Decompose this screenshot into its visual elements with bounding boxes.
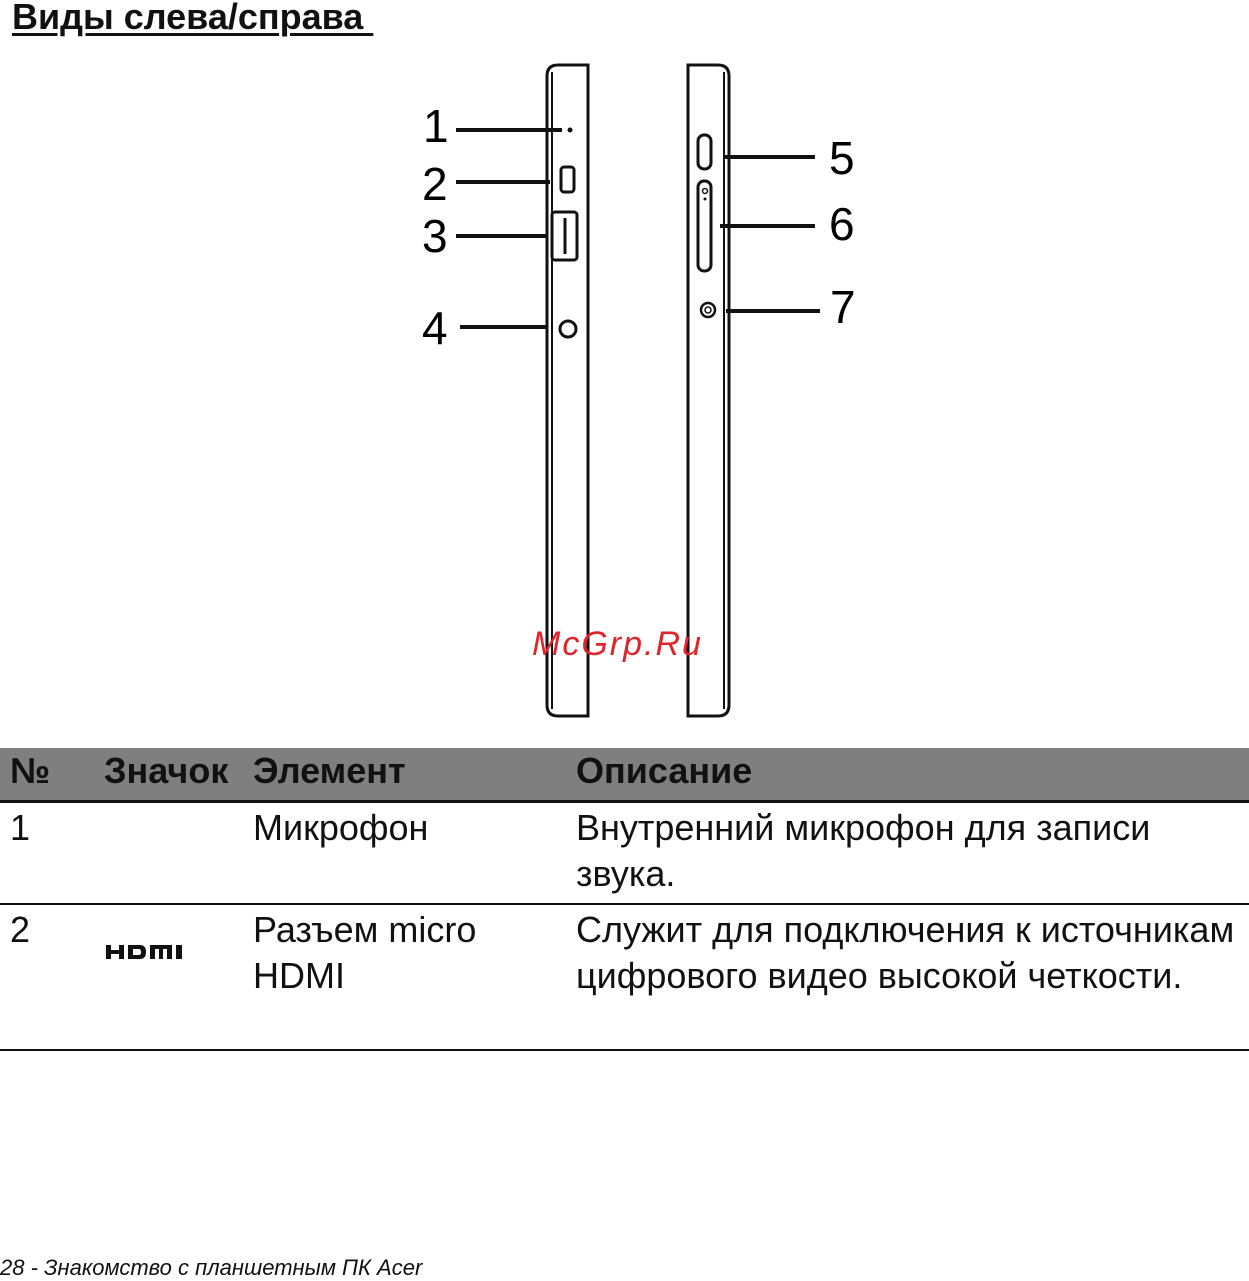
- right-side-view: [688, 65, 729, 716]
- page-footer: 28 - Знакомство с планшетным ПК Acer: [0, 1255, 422, 1281]
- callout-4: 4: [422, 302, 448, 354]
- micro-hdmi-port: [561, 167, 574, 192]
- callout-5: 5: [829, 132, 855, 184]
- hdmi-icon: [106, 945, 192, 959]
- header-description: Описание: [576, 750, 1236, 792]
- callout-1: 1: [423, 100, 449, 152]
- callout-7: 7: [830, 281, 856, 333]
- reset-hole: [701, 303, 715, 317]
- microphone-port: [568, 128, 573, 133]
- callout-6: 6: [829, 198, 855, 250]
- row-description: Служит для подключения к источникам цифр…: [576, 907, 1236, 999]
- table-row: 2 Разъем micro HDMI Служит для подключен…: [0, 905, 1249, 1051]
- callout-3: 3: [422, 210, 448, 262]
- table-header: № Значок Элемент Описание: [0, 748, 1249, 803]
- callout-2: 2: [422, 158, 448, 210]
- row-description: Внутренний микрофон для записи звука.: [576, 805, 1236, 897]
- ports-table: № Значок Элемент Описание 1 Микрофон Вну…: [0, 748, 1249, 1051]
- power-button: [698, 135, 711, 169]
- side-views-diagram: 1 2 3 4 5 6 7 McGrp.Ru: [0, 0, 1249, 730]
- left-side-view: [547, 65, 588, 716]
- table-row: 1 Микрофон Внутренний микрофон для запис…: [0, 803, 1249, 905]
- volume-rocker: [698, 181, 711, 271]
- row-element: Микрофон: [253, 805, 563, 851]
- header-icon: Значок: [104, 750, 228, 792]
- row-num: 1: [10, 805, 30, 851]
- audio-jack-port: [560, 321, 576, 337]
- row-num: 2: [10, 907, 30, 953]
- row-element: Разъем micro HDMI: [253, 907, 563, 999]
- header-num: №: [10, 750, 50, 792]
- watermark: McGrp.Ru: [532, 625, 703, 663]
- header-element: Элемент: [253, 750, 563, 792]
